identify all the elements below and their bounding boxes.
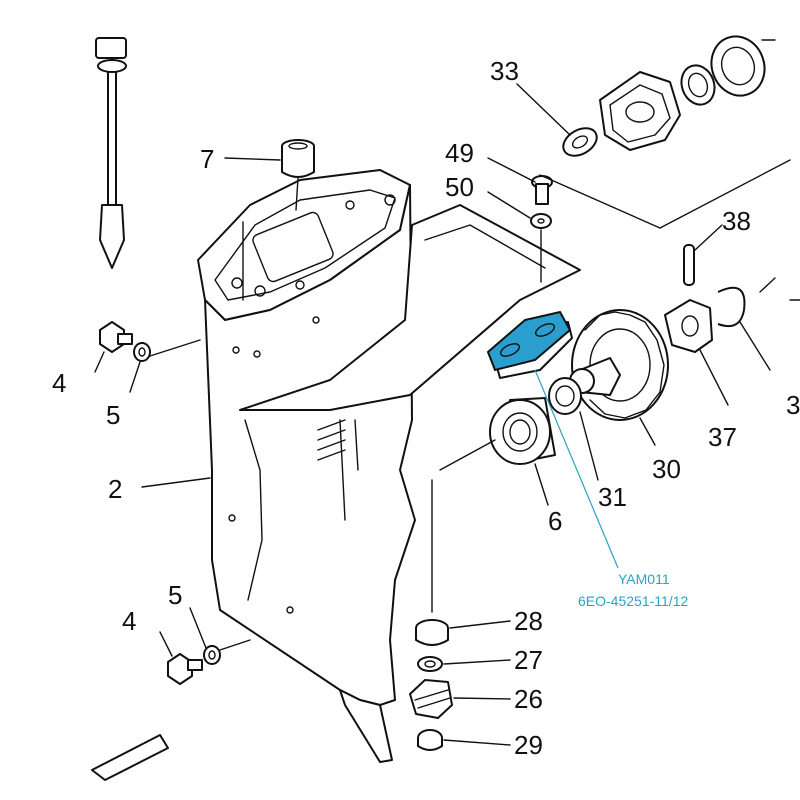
pin-38	[683, 244, 776, 293]
shift-rod	[95, 37, 127, 269]
leader-lines	[94, 83, 771, 746]
label-7: 7	[200, 144, 214, 174]
label-37: 37	[708, 422, 737, 452]
drive-shaft-housing	[197, 169, 581, 763]
bolt-washer-lower	[167, 639, 251, 685]
part-7-bushing	[281, 139, 315, 211]
shim-31	[548, 377, 582, 415]
label-38: 38	[722, 206, 751, 236]
label-31: 31	[598, 482, 627, 512]
label-30: 30	[652, 454, 681, 484]
label-49: 49	[445, 138, 474, 168]
callout-leader	[534, 369, 619, 569]
callout-code: YAM011	[618, 571, 670, 587]
label-4-upper: 4	[52, 368, 66, 398]
label-33: 33	[490, 56, 519, 86]
callout-part-number: 6EO-45251-11/12	[578, 593, 688, 609]
label-5-lower: 5	[168, 580, 182, 610]
part-labels: 7 33 49 50 38 4 5 2 4 5 6 31 30 37 3 28 …	[52, 56, 800, 760]
label-2: 2	[108, 474, 122, 504]
label-29: 29	[514, 730, 543, 760]
bracket-fragment	[91, 734, 169, 781]
bolt-49-washer-50	[530, 175, 553, 283]
reverse-gear-30	[569, 309, 669, 421]
vent-fins	[317, 419, 346, 461]
callout[interactable]: YAM011 6EO-45251-11/12	[578, 571, 688, 609]
label-27: 27	[514, 645, 543, 675]
highlighted-part-yam011[interactable]	[486, 310, 573, 379]
clutch-37	[664, 286, 746, 353]
forward-gear-assembly	[539, 35, 791, 229]
label-28: 28	[514, 606, 543, 636]
label-50: 50	[445, 172, 474, 202]
label-5-upper: 5	[106, 400, 120, 430]
bolt-washer-upper	[99, 321, 201, 362]
bearing-6	[439, 397, 556, 471]
label-6: 6	[548, 506, 562, 536]
label-26: 26	[514, 684, 543, 714]
label-3-partial: 3	[786, 390, 800, 420]
lower-stack	[409, 479, 453, 751]
label-4-lower: 4	[122, 606, 136, 636]
